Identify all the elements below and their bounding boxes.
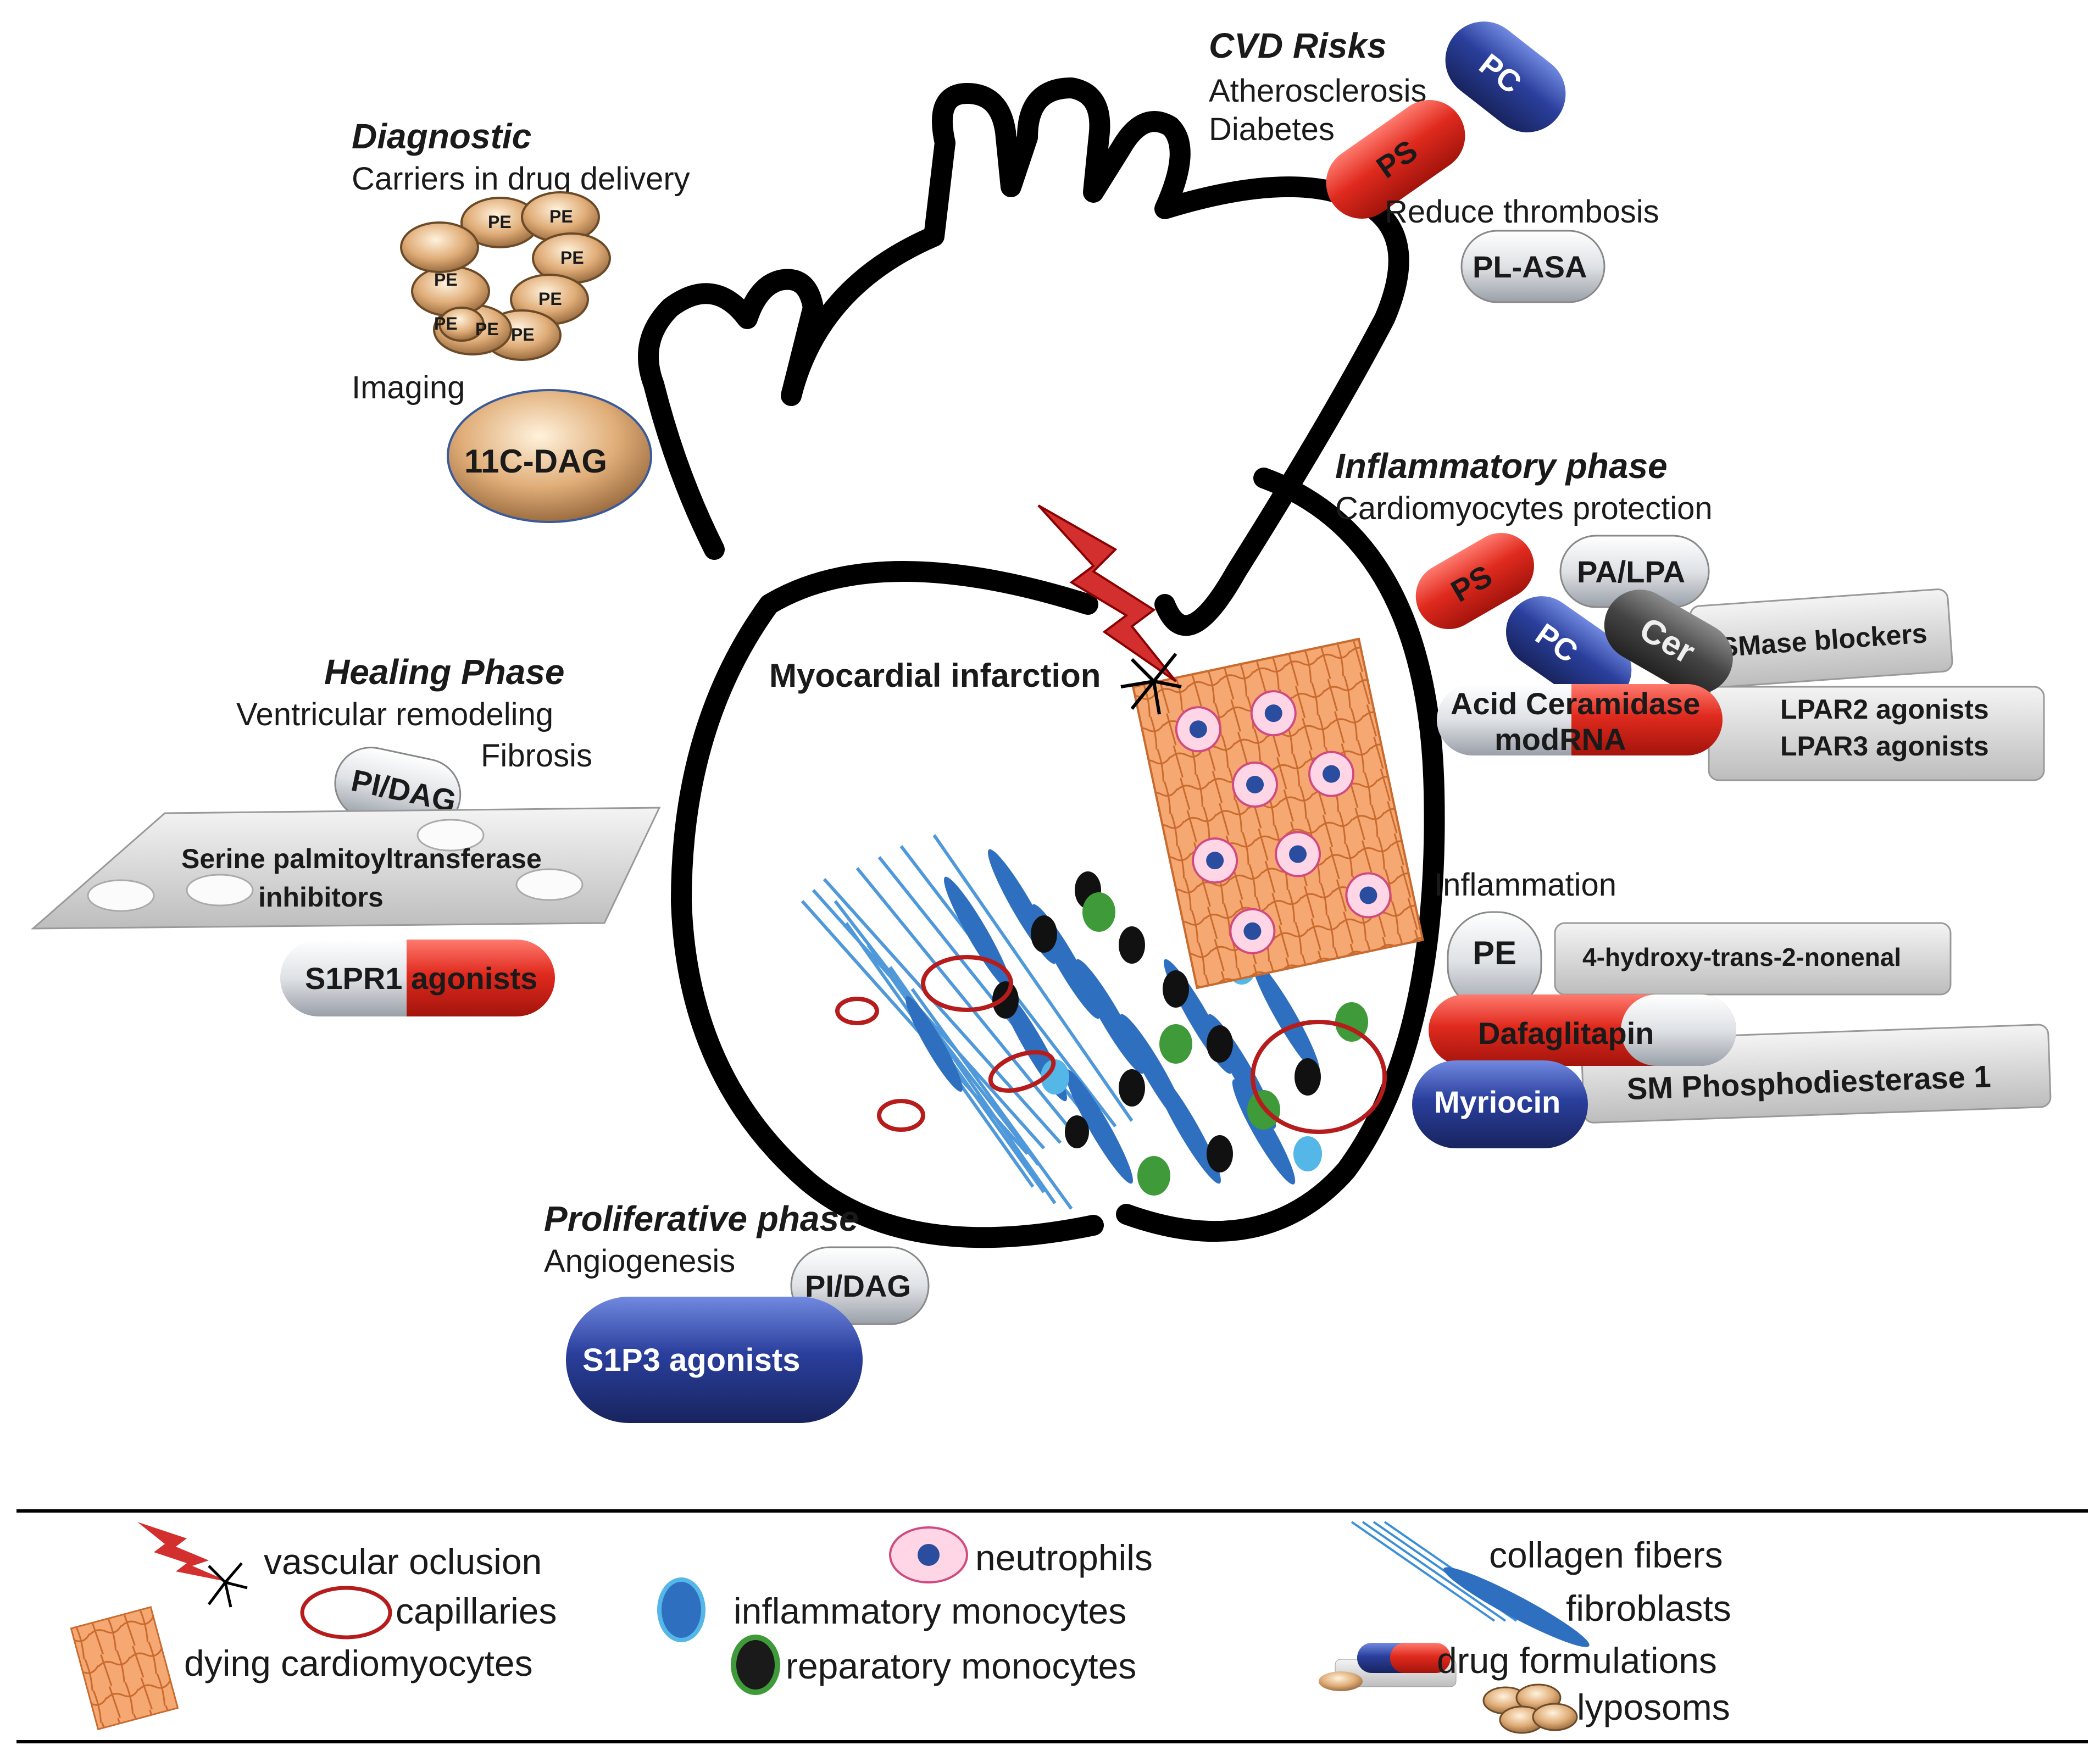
dying-cardiomyocytes [1131,637,1424,990]
dying-cardiomyocyte-icon [70,1606,179,1731]
svg-text:PA/LPA: PA/LPA [1577,554,1685,589]
liposome-ring [400,191,611,361]
drug-formulation-icon [1319,1643,1457,1691]
inflammatory-title: Inflammatory phase [1335,446,1668,486]
acid-ceramidase-capsule: Acid Ceramidase modRNA [1437,684,1723,757]
svg-text:PL-ASA: PL-ASA [1473,249,1587,284]
hne-blister: 4-hydroxy-trans-2-nonenal [1554,922,1952,996]
liposome-pe-label: PE [511,325,535,344]
legend-collagen: collagen fibers [1489,1535,1723,1575]
lpar2-label: LPAR2 agonists [1780,694,1989,725]
pa-lpa-capsule: PA/LPA [1559,535,1710,608]
burst-icon [208,1562,248,1608]
lightning-bolt-icon [137,1522,231,1582]
legend-inflammatory-mono: inflammatory monocytes [734,1591,1126,1631]
legend-capillaries: capillaries [396,1591,557,1631]
myriocin-capsule: Myriocin [1412,1060,1588,1148]
liposome-pe-label: PE [549,207,573,226]
legend-neutrophils: neutrophils [975,1537,1153,1578]
svg-text:PI/DAG: PI/DAG [805,1269,911,1303]
fibroblast-icon [1443,1567,1590,1647]
smase-blister: SMase blockers [1689,588,1953,690]
lpar-blister: LPAR2 agonists LPAR3 agonists [1708,686,2045,781]
myocardial-infarction-label: Myocardial infarction [769,657,1101,694]
legend: vascular oclusion capillaries dying card… [16,1509,2088,1743]
proliferative-subtitle: Angiogenesis [544,1243,735,1279]
pc-capsule: PC [1506,596,1632,705]
healing-title: Healing Phase [324,652,565,692]
burst-icon [1120,653,1182,715]
svg-text:Dafaglitapin: Dafaglitapin [1478,1016,1654,1051]
lpar3-label: LPAR3 agonists [1780,731,1989,762]
svg-text:PE: PE [1473,935,1516,971]
cvd-risk-diabetes: Diabetes [1209,112,1335,147]
imaging-agent-tablet [447,389,652,523]
legend-dying: dying cardiomyocytes [184,1643,533,1683]
cer-capsule: Cer [1604,590,1733,694]
s1p3-capsule: S1P3 agonists [566,1297,863,1423]
dafaglitapin-capsule: Dafaglitapin [1429,994,1736,1066]
spt-line2: inhibitors [258,882,384,913]
reparatory-monocyte-icon [731,1635,780,1695]
inflammation-label: Inflammation [1434,867,1616,903]
legend-vascular: vascular oclusion [264,1541,542,1582]
inflammatory-monocyte-icon [657,1577,705,1642]
liposome-pe-label: PE [475,319,499,339]
heart-outline [638,77,1445,1248]
proliferative-section: Proliferative phase Angiogenesis PI/DAG … [544,1199,930,1423]
ps-capsule: PS [1326,99,1465,219]
imaging-agent-label: 11C-DAG [464,443,607,480]
ps-capsule: PS [1415,533,1534,629]
modrna-label: modRNA [1495,722,1626,757]
healing-line1: Ventricular remodeling [236,697,553,732]
cvd-risks-title: CVD Risks [1209,26,1387,65]
legend-reparatory-mono: reparatory monocytes [786,1646,1136,1686]
healing-line2: Fibrosis [481,738,592,774]
inflammatory-section: Inflammatory phase Cardiomyocytes protec… [1335,446,2052,1148]
capillary-icon [300,1586,392,1640]
pc-capsule: PC [1445,21,1566,132]
legend-drugs: drug formulations [1437,1640,1717,1681]
liposome-pe-label: PE [560,248,584,268]
diagnostic-subtitle: Carriers in drug delivery [352,161,690,197]
proliferative-title: Proliferative phase [544,1199,859,1238]
svg-text:S1P3 agonists: S1P3 agonists [582,1342,800,1378]
liposome-pe-label: PE [538,289,562,309]
inflammatory-subtitle: Cardiomyocytes protection [1335,491,1713,526]
svg-text:Myriocin: Myriocin [1434,1085,1560,1119]
diagnostic-section: Diagnostic Carriers in drug delivery PE … [352,116,690,523]
cvd-risk-atherosclerosis: Atherosclerosis [1209,73,1426,109]
svg-text:S1PR1 agonists: S1PR1 agonists [305,961,537,996]
capillaries [835,955,1387,1134]
pe-capsule: PE [1447,911,1542,1012]
diagnostic-title: Diagnostic [352,116,531,156]
spt-line1: Serine palmitoyltransferase [181,843,542,874]
healing-section: Healing Phase Ventricular remodeling Fib… [30,652,661,1016]
s1pr1-capsule: S1PR1 agonists [280,940,555,1016]
cvd-risks-section: CVD Risks Atherosclerosis Diabetes PC PS… [1209,21,1659,303]
neutrophil-icon [889,1526,968,1583]
liposome-pe-label: PE [434,314,458,334]
svg-text:4-hydroxy-trans-2-nonenal: 4-hydroxy-trans-2-nonenal [1582,943,1901,971]
legend-fibroblasts: fibroblasts [1566,1588,1731,1629]
liposome-pe-label: PE [488,212,512,232]
infarct-zone: Myocardial infarction [769,504,1424,1210]
legend-liposomes: lyposoms [1577,1687,1730,1727]
plasa-capsule: PL-ASA [1460,230,1605,303]
reduce-thrombosis-label: Reduce thrombosis [1385,194,1659,230]
imaging-label: Imaging [352,370,465,405]
monocytes [992,871,1368,1196]
liposome-pe-label: PE [434,270,458,290]
spt-inhibitors-blister: Serine palmitoyltransferase inhibitors [30,807,661,930]
acid-ceramidase-label: Acid Ceramidase [1451,686,1700,721]
lightning-bolt-icon [1037,504,1177,682]
liposome-icon [1482,1683,1578,1734]
